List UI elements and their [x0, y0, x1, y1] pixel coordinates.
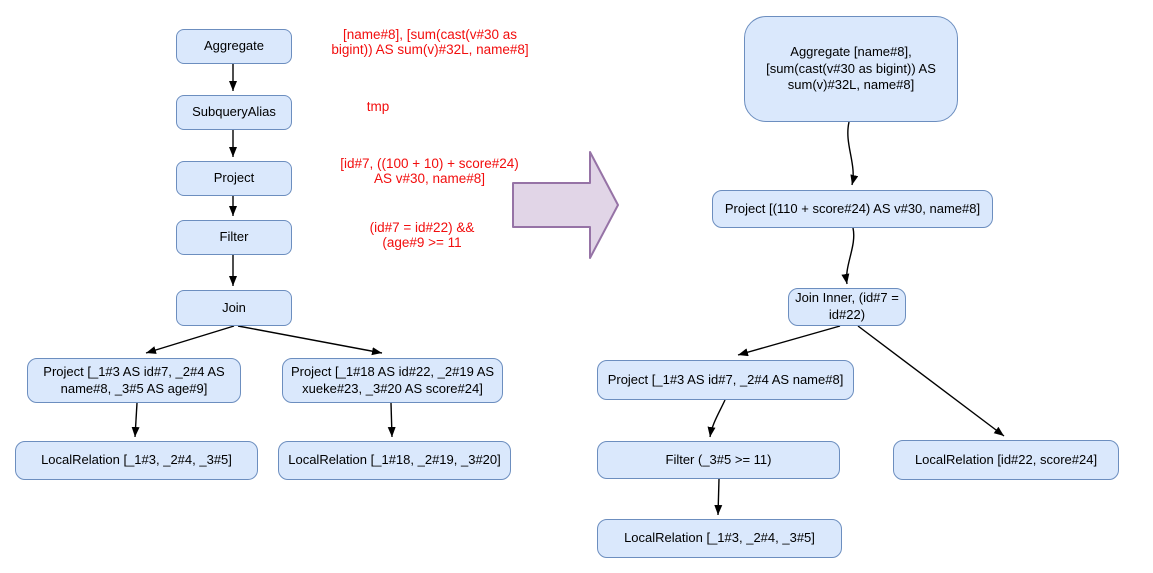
- node-optimized-project-2: Project [_1#3 AS id#7, _2#4 AS name#8]: [597, 360, 854, 400]
- node-label: Project [_1#3 AS id#7, _2#4 AS name#8]: [607, 371, 844, 387]
- node-optimized-localrelation-2: LocalRelation [id#22, score#24]: [893, 440, 1119, 480]
- node-label: Join Inner, (id#7 = id#22): [795, 290, 899, 322]
- node-logical-localrelation-left: LocalRelation [_1#3, _2#4, _3#5]: [15, 441, 258, 480]
- annotation-subqueryalias-tmp: tmp: [366, 99, 390, 114]
- node-label: Filter: [219, 229, 249, 245]
- annotation-project-exprs: [id#7, ((100 + 10) + score#24) AS v#30, …: [340, 156, 519, 187]
- edge-projectright-to-localrelation: [387, 402, 396, 438]
- annotation-aggregate-exprs: [name#8], [sum(cast(v#30 as bigint)) AS …: [331, 27, 529, 58]
- node-label: Project [(110 + score#24) AS v#30, name#…: [724, 200, 981, 216]
- node-label: Filter (_3#5 >= 11): [665, 451, 772, 467]
- node-logical-project-right: Project [_1#18 AS id#22, _2#19 AS xueke#…: [282, 358, 503, 403]
- node-label: LocalRelation [_1#3, _2#4, _3#5]: [624, 530, 815, 546]
- transform-arrow-icon: [512, 151, 619, 259]
- edge-opt-project2-to-filter: [707, 399, 726, 438]
- node-label: LocalRelation [_1#3, _2#4, _3#5]: [41, 452, 232, 468]
- edge-opt-join-to-project2: [737, 325, 841, 357]
- annotation-filter-condition: (id#7 = id#22) && (age#9 >= 11: [369, 220, 475, 251]
- node-label: Project [_1#18 AS id#22, _2#19 AS xueke#…: [290, 363, 495, 396]
- edge-projectleft-to-localrelation: [131, 402, 140, 438]
- node-optimized-localrelation-1: LocalRelation [_1#3, _2#4, _3#5]: [597, 519, 842, 558]
- edge-opt-project-to-join: [841, 227, 855, 285]
- node-label: SubqueryAlias: [192, 104, 276, 120]
- node-optimized-join-inner: Join Inner, (id#7 = id#22): [788, 288, 906, 326]
- node-label: LocalRelation [id#22, score#24]: [914, 451, 1098, 467]
- edge-join-to-project-right: [237, 325, 383, 356]
- node-logical-aggregate: Aggregate: [176, 29, 292, 64]
- node-optimized-project: Project [(110 + score#24) AS v#30, name#…: [712, 190, 993, 228]
- node-optimized-filter: Filter (_3#5 >= 11): [597, 441, 840, 479]
- node-logical-project-left: Project [_1#3 AS id#7, _2#4 AS name#8, _…: [27, 358, 241, 403]
- node-logical-subqueryalias: SubqueryAlias: [176, 95, 292, 130]
- node-label: Project: [213, 170, 255, 186]
- node-logical-project: Project: [176, 161, 292, 196]
- edge-join-to-project-left: [145, 325, 235, 354]
- node-logical-join: Join: [176, 290, 292, 326]
- node-optimized-aggregate: Aggregate [name#8], [sum(cast(v#30 as bi…: [744, 16, 958, 122]
- edge-opt-join-to-localrelation2: [857, 325, 1005, 437]
- node-label: Aggregate: [204, 38, 264, 54]
- node-label: Join: [222, 299, 246, 315]
- node-logical-localrelation-right: LocalRelation [_1#18, _2#19, _3#20]: [278, 441, 511, 480]
- node-logical-filter: Filter: [176, 220, 292, 255]
- node-label: Aggregate [name#8], [sum(cast(v#30 as bi…: [766, 43, 936, 93]
- node-label: LocalRelation [_1#18, _2#19, _3#20]: [288, 452, 501, 468]
- edge-opt-filter-to-localrelation1: [714, 478, 723, 516]
- edge-opt-aggregate-to-project: [847, 121, 859, 186]
- node-label: Project [_1#3 AS id#7, _2#4 AS name#8, _…: [43, 363, 225, 396]
